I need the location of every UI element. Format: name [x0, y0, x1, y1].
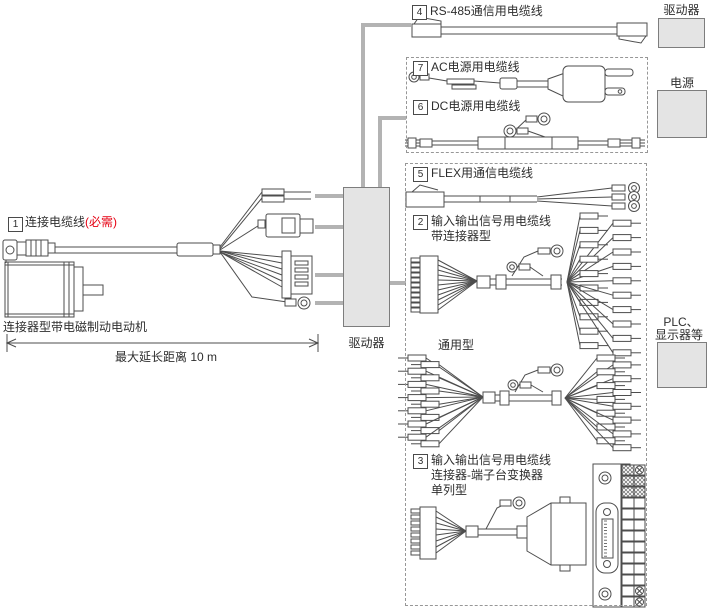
rs485-cable-drawing — [411, 16, 648, 44]
driver-box-center — [343, 187, 390, 327]
dimension-arrow — [5, 334, 320, 352]
connection-cable-text: 连接电缆线 — [25, 215, 86, 229]
max-distance-label: 最大延长距离 10 m — [115, 350, 218, 364]
item-number-7: 7 — [413, 61, 428, 76]
flex-cable-label: FLEX用通信电缆线 — [431, 166, 534, 180]
plc-label-line1: PLC、 — [663, 315, 699, 329]
connection-lines — [315, 23, 411, 305]
dc-cable-drawing — [405, 112, 645, 150]
item-number-2: 2 — [413, 215, 428, 230]
required-note: (必需) — [85, 215, 118, 229]
power-supply-box — [657, 90, 707, 138]
item-number-1: 1 — [8, 217, 23, 232]
io-connector-label-line2: 带连接器型 — [431, 229, 492, 243]
driver-center-label: 驱动器 — [348, 336, 385, 350]
io-connector-label-line1: 输入输出信号用电缆线 — [431, 214, 552, 228]
driver-box-right — [658, 18, 705, 48]
flex-cable-drawing — [405, 182, 640, 212]
item-number-3: 3 — [413, 454, 428, 469]
item-number-4: 4 — [412, 5, 427, 20]
io-converter-drawing — [410, 463, 646, 608]
item-number-6: 6 — [413, 100, 428, 115]
general-type-label: 通用型 — [438, 338, 475, 352]
signal-cables-group-box — [405, 163, 647, 606]
item-number-5: 5 — [413, 167, 428, 182]
power-supply-label: 电源 — [669, 76, 694, 90]
io-harness-general-drawing — [398, 354, 641, 452]
power-cables-group-box — [406, 57, 648, 153]
io-converter-label-line3: 单列型 — [431, 483, 468, 497]
motor-drawing — [2, 239, 221, 318]
dc-cable-label: DC电源用电缆线 — [431, 99, 521, 113]
connection-cable-label: 连接电缆线(必需) — [25, 215, 117, 229]
rs485-cable-label: RS-485通信用电缆线 — [430, 4, 543, 18]
driver-right-label: 驱动器 — [663, 3, 700, 17]
plc-box — [657, 342, 707, 388]
io-converter-label-line2: 连接器-端子台变换器 — [431, 468, 543, 482]
ac-cable-label: AC电源用电缆线 — [431, 60, 520, 74]
cable1-branches — [219, 188, 314, 310]
io-converter-label-line1: 输入输出信号用电缆线 — [431, 453, 552, 467]
io-harness-connector-drawing — [410, 212, 641, 357]
motor-label: 连接器型带电磁制动电动机 — [3, 320, 148, 334]
plc-label-line2: 显示器等 — [654, 328, 703, 342]
